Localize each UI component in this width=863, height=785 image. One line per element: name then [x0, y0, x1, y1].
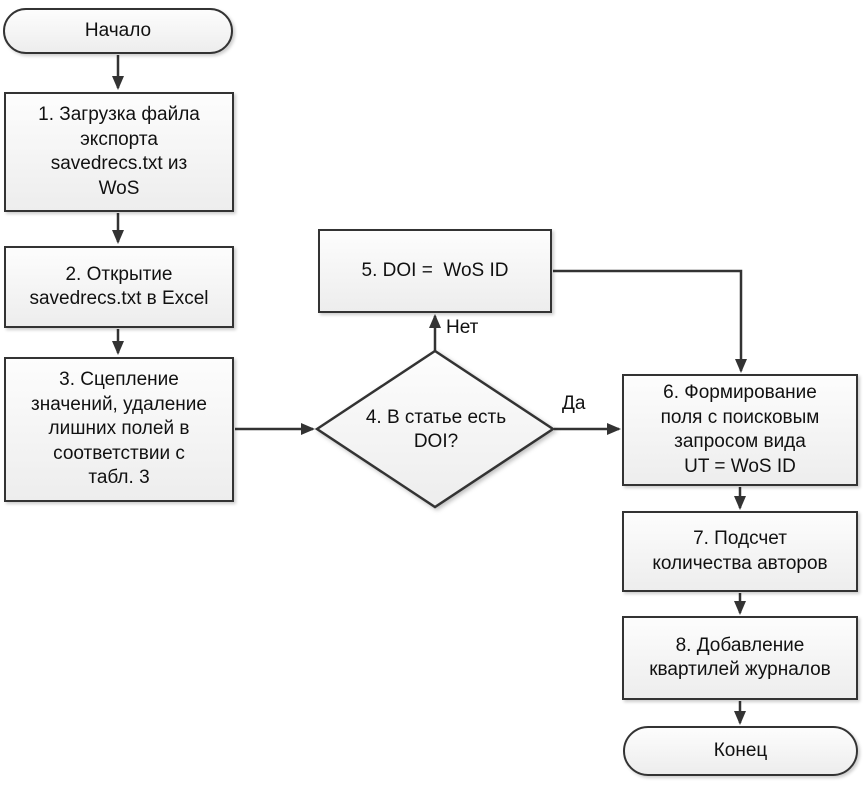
node-step2-open-in-excel: 2. Открытие savedrecs.txt в Excel [4, 246, 234, 328]
node-step5-doi-equals-wos-id: 5. DOI = WoS ID [318, 229, 552, 313]
node-step1-load-export-file: 1. Загрузка файла экспорта savedrecs.txt… [4, 92, 234, 212]
edge-label-no: Нет [446, 317, 479, 338]
node-step6-build-search-query: 6. Формирование поля с поисковым запросо… [622, 374, 858, 486]
node-step7-count-authors: 7. Подсчет количества авторов [622, 511, 858, 592]
edge-step5-to-step6 [553, 269, 747, 373]
node-end-terminator: Конец [623, 726, 858, 776]
decision-diamond-shape [314, 349, 556, 509]
edge-label-yes: Да [562, 393, 586, 414]
node-start-terminator: Начало [3, 8, 233, 54]
node-step8-add-journal-quartiles: 8. Добавление квартилей журналов [622, 616, 858, 700]
node-step3-concatenate-values: 3. Сцепление значений, удаление лишних п… [4, 357, 234, 502]
node-decision4-has-doi-label: 4. В статье есть DOI? [365, 406, 507, 453]
